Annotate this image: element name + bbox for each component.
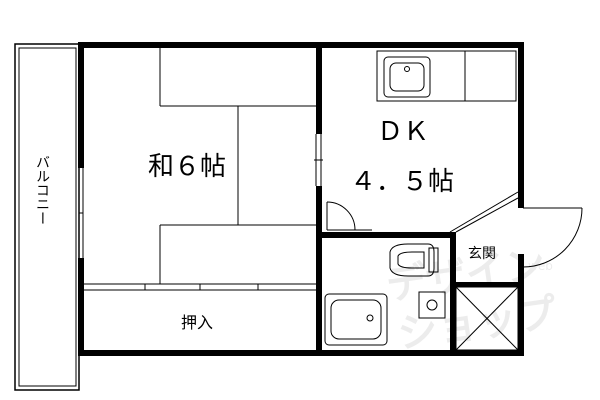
room-label-dk: ＤＫ	[377, 117, 429, 147]
washer-area	[418, 291, 446, 319]
balcony-window	[78, 168, 84, 258]
interior-walls	[316, 42, 524, 356]
tatami-lines	[159, 48, 316, 284]
room-label-dk-size: ４．５帖	[350, 167, 454, 197]
closet	[84, 283, 316, 291]
kitchen-counter	[376, 50, 517, 102]
shoe-storage	[455, 286, 519, 351]
bathtub	[324, 293, 388, 346]
room-label-oshiire: 押入	[181, 313, 213, 332]
kitchen-sink	[383, 56, 431, 98]
exterior-walls	[78, 42, 524, 356]
sliding-door-washitsu-dk	[314, 134, 323, 186]
toilet-door	[326, 201, 372, 231]
entrance-partition	[449, 191, 519, 233]
toilet-icon	[389, 243, 439, 277]
room-label-washitsu: 和６帖	[148, 152, 226, 182]
room-label-balcony: バルコニー	[34, 155, 50, 225]
room-label-genkan: 玄関	[468, 245, 496, 262]
entrance-door	[522, 207, 583, 268]
